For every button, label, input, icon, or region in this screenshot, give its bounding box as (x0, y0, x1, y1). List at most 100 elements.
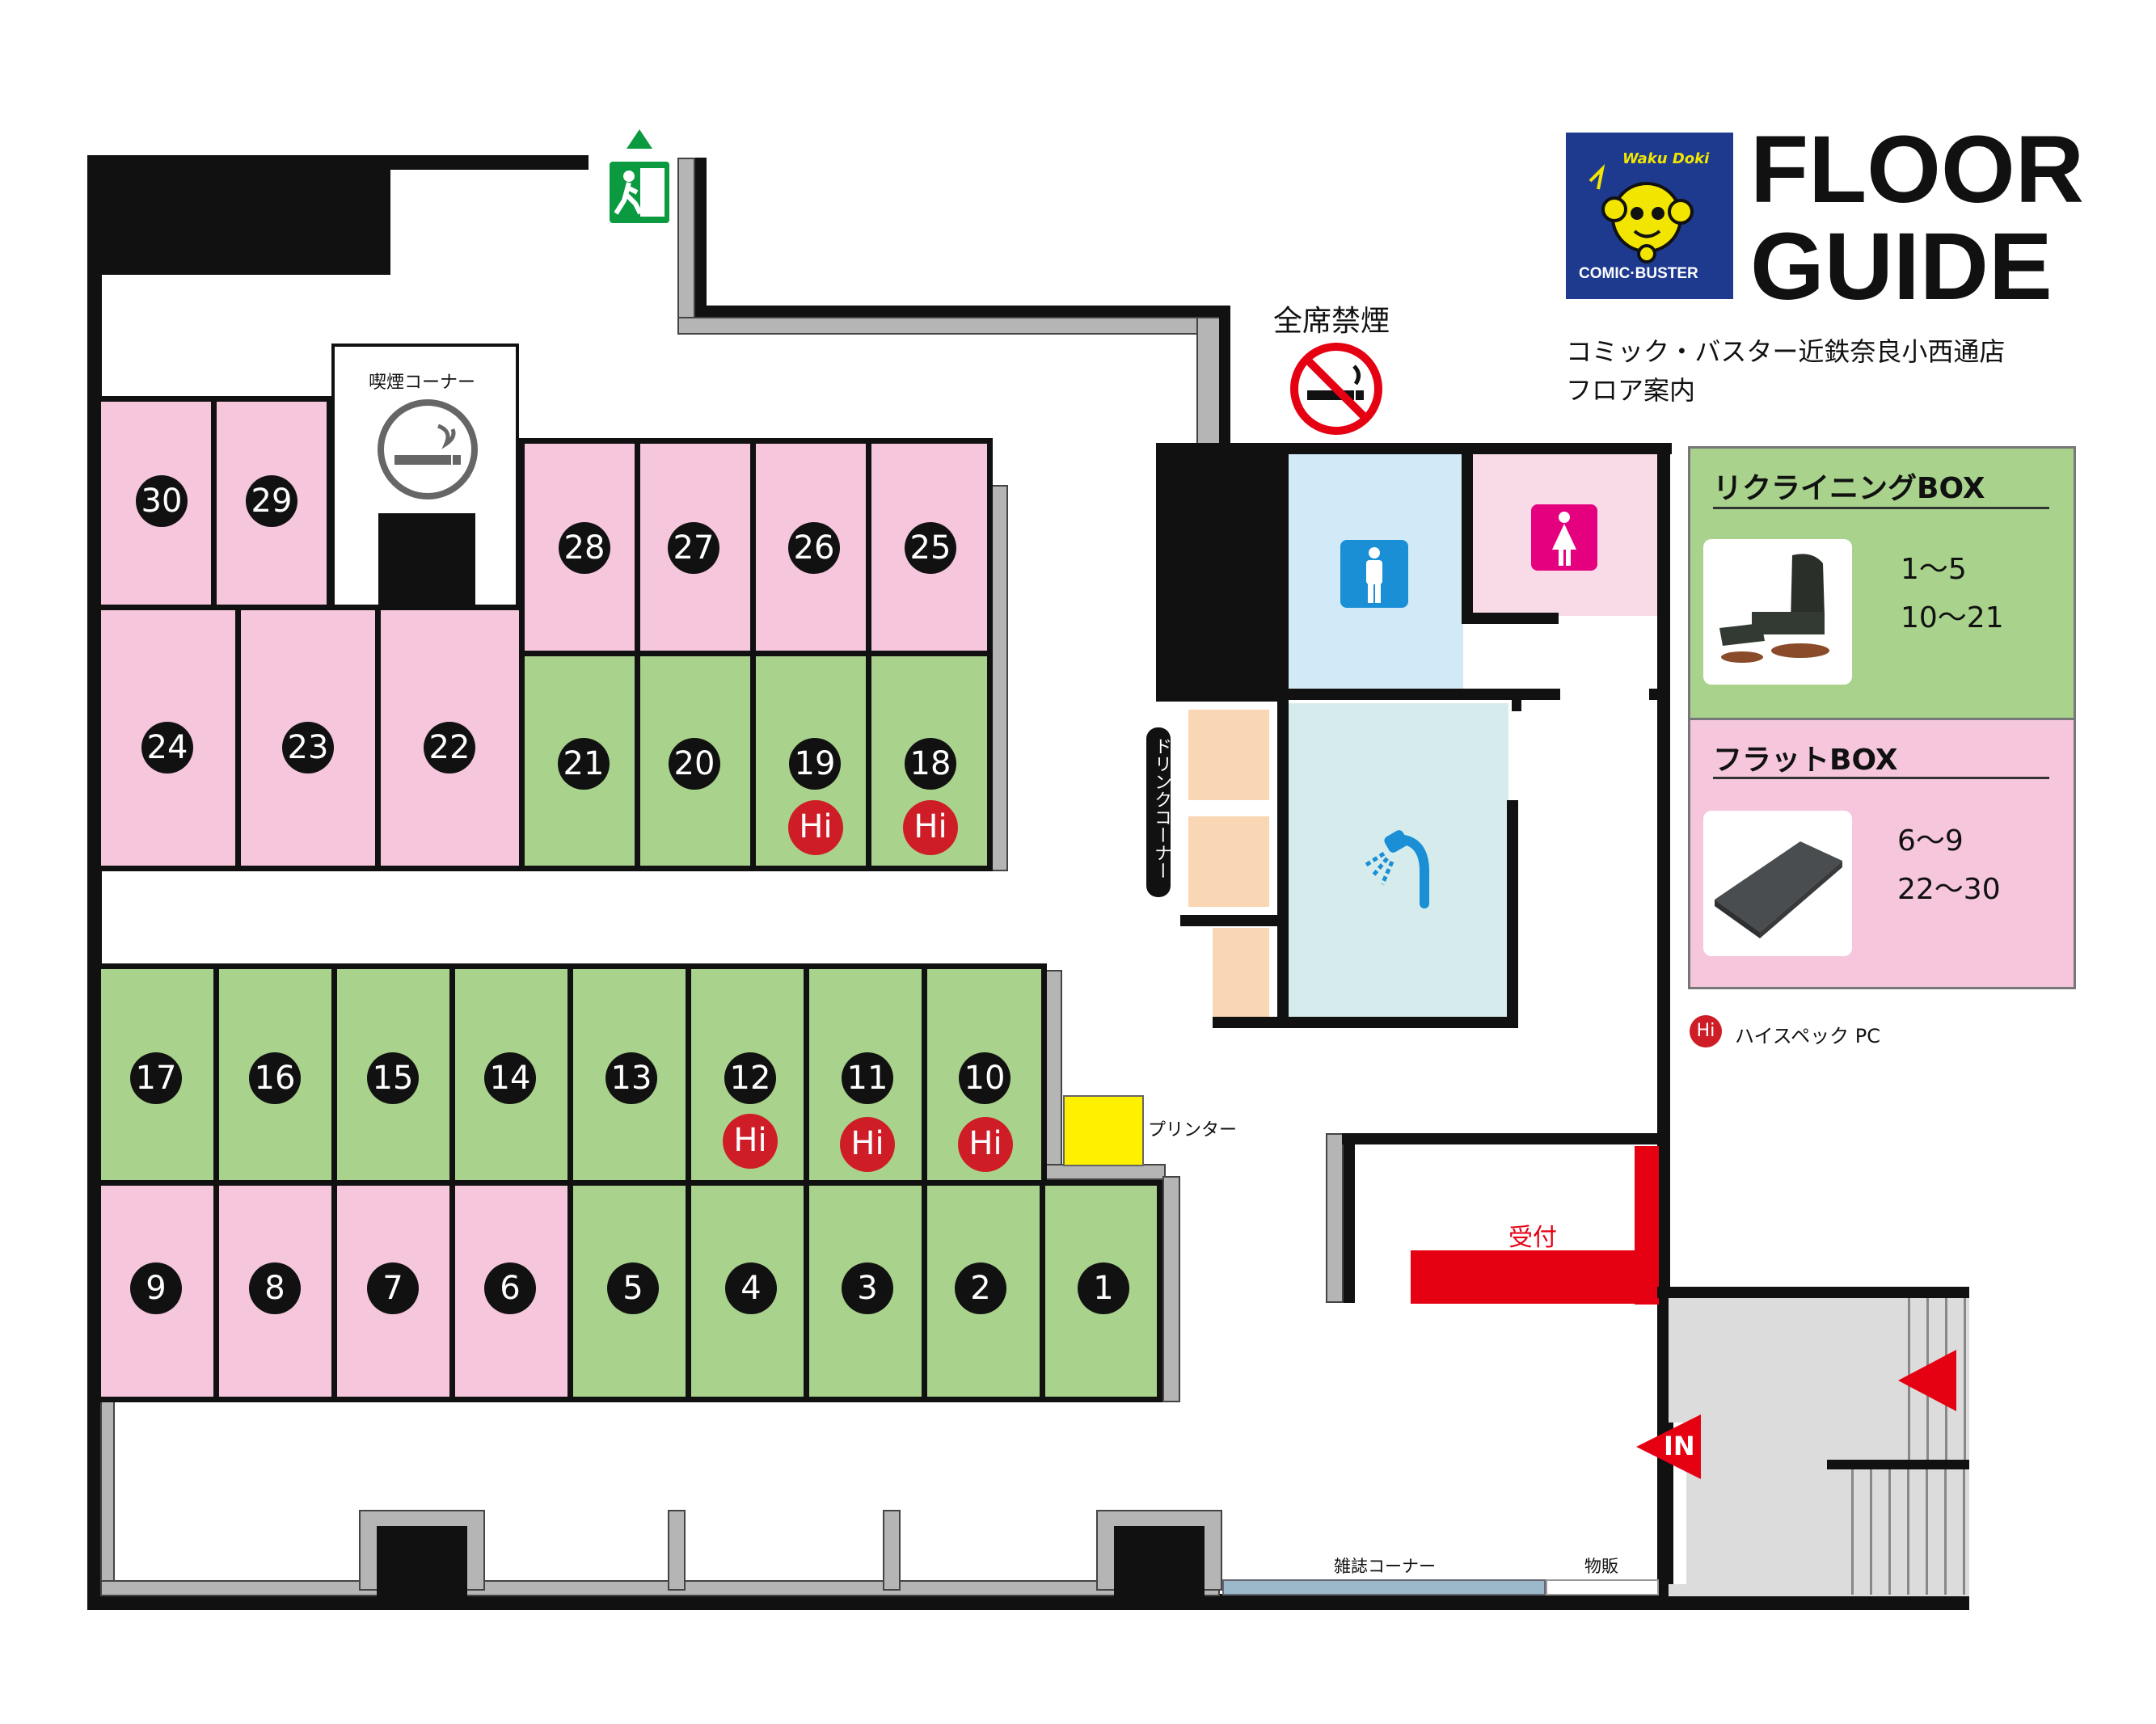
corridor-wall-vertical-1-outer (695, 158, 707, 308)
restroom-left-wall (1277, 454, 1289, 1026)
legend-recliner-range-2: 10〜21 (1901, 601, 2004, 634)
restroom-top-wall (1219, 443, 1672, 454)
booth-number: 18 (905, 738, 956, 790)
booth-number: 4 (725, 1262, 777, 1314)
booth-number: 10 (959, 1052, 1010, 1104)
goods-shelf (1546, 1579, 1659, 1595)
stair-lines-lower (1835, 1469, 1969, 1595)
legend-flat-range-2: 22〜30 (1897, 873, 2001, 906)
logo-text-top: Waku Doki (1622, 150, 1710, 167)
booth-number: 16 (249, 1052, 301, 1104)
corridor-wall-vertical-1 (677, 158, 695, 319)
no-smoking-icon (1290, 343, 1382, 435)
booth-number: 23 (282, 722, 334, 773)
printer[interactable] (1063, 1095, 1144, 1166)
emergency-exit-icon (610, 129, 669, 223)
booth-number: 7 (367, 1262, 419, 1314)
flat-mat-icon (1715, 841, 1842, 938)
booth-1[interactable] (1040, 1180, 1162, 1402)
page-title-line2: GUIDE (1750, 213, 2053, 320)
drink-counter-1 (1188, 710, 1269, 800)
booth-number: 1 (1078, 1262, 1129, 1314)
booth-number: 19 (789, 738, 841, 790)
magazine-label: 雑誌コーナー (1334, 1557, 1436, 1576)
high-spec-badge: Hi (723, 1114, 778, 1169)
reception-left-wall-dark (1344, 1133, 1355, 1303)
middle-booth-step-wall (1044, 1164, 1166, 1180)
booth-number: 11 (842, 1052, 893, 1104)
booth-number: 13 (605, 1052, 657, 1104)
female-restroom-icon (1531, 504, 1597, 571)
male-restroom-bottom-wall (1285, 689, 1560, 700)
booth-number: 29 (246, 475, 297, 527)
restroom-divider (1462, 454, 1473, 616)
booth-number: 8 (249, 1262, 301, 1314)
page-subtitle-line1: コミック・バスター近鉄奈良小西通店 (1566, 336, 2006, 367)
entrance-arrow-icon (1636, 1414, 1701, 1479)
drink-corner-sign: ドリンクコーナー (1146, 727, 1171, 897)
shower-top-stub (1512, 695, 1521, 711)
bottom-pillar-3 (883, 1510, 901, 1591)
male-restroom-icon (1340, 540, 1408, 608)
bottom-inner-wall (100, 1580, 1220, 1596)
logo: Waku Doki COMIC·BUSTER (1566, 133, 1733, 299)
legend-hi-caption: ハイスペック PC (1735, 1025, 1880, 1047)
logo-text-bottom: COMIC·BUSTER (1579, 265, 1698, 282)
page-subtitle-line2: フロア案内 (1566, 375, 1696, 406)
reception-top-wall (1342, 1133, 1665, 1144)
legend-recliner: リクライニングBOX 1〜5 10〜21 (1688, 446, 2076, 719)
recliner-chair-image (1703, 539, 1852, 685)
no-smoking-label: 全席禁煙 (1273, 305, 1390, 338)
restroom-stub (1649, 689, 1669, 700)
flat-mat-image (1703, 811, 1852, 956)
dark-pillar (1156, 443, 1285, 702)
reception-left-wall (1326, 1133, 1344, 1303)
female-restroom-bottom-wall (1462, 613, 1559, 624)
shower-right-wall (1507, 800, 1518, 1028)
logo-mascot-icon (1589, 163, 1694, 263)
booth-number: 22 (424, 722, 475, 773)
high-spec-badge: Hi (840, 1117, 895, 1172)
booth-number: 12 (724, 1052, 776, 1104)
legend-flat-underline (1713, 777, 2049, 779)
reception-label: 受付 (1508, 1224, 1557, 1252)
shower-bottom-wall (1213, 1017, 1518, 1028)
lower-booth-right-wall (1162, 1176, 1180, 1402)
booth-number: 9 (130, 1262, 182, 1314)
legend-flat: フラットBOX 6〜9 22〜30 (1688, 718, 2076, 989)
goods-label: 物販 (1584, 1557, 1618, 1576)
legend-hi-badge: Hi (1690, 1015, 1722, 1047)
shower-room[interactable] (1289, 703, 1508, 1017)
stairs-top-wall (1657, 1287, 1969, 1298)
legend-flat-range-1: 6〜9 (1897, 824, 1964, 858)
top-left-dark-block (87, 155, 390, 275)
booth-number: 24 (141, 722, 193, 773)
recliner-chair-icon (1719, 554, 1829, 663)
smoking-corner-label: 喫煙コーナー (369, 373, 476, 393)
booth-number: 14 (484, 1052, 536, 1104)
drink-counter-2 (1188, 816, 1269, 907)
reception-counter-horizontal[interactable] (1411, 1250, 1659, 1304)
high-spec-badge: Hi (903, 800, 958, 855)
bottom-pillar-4-inner (1114, 1526, 1205, 1599)
booth-number: 20 (669, 738, 720, 790)
drink-counter-shelf (1180, 915, 1277, 926)
legend-flat-title: フラットBOX (1713, 744, 1898, 777)
page-title-line1: FLOOR (1750, 116, 2084, 223)
middle-booth-right-wall (1044, 970, 1062, 1172)
top-wall-segment (390, 155, 589, 170)
legend-recliner-underline (1713, 507, 2049, 509)
restroom-right-wall (1657, 443, 1670, 1603)
booth-number: 30 (136, 475, 188, 527)
legend-recliner-title: リクライニングBOX (1713, 472, 1985, 505)
bottom-pillar-1-inner (377, 1526, 467, 1599)
printer-label: プリンター (1148, 1120, 1238, 1140)
booth-14[interactable] (449, 963, 573, 1186)
bottom-pillar-2 (668, 1510, 686, 1591)
legend-recliner-range-1: 1〜5 (1901, 553, 1967, 586)
smoking-corner-door (378, 513, 475, 610)
bottom-outer-wall (87, 1594, 1969, 1610)
drink-counter-3 (1213, 928, 1269, 1017)
corridor-wall-vertical-2-outer (1219, 306, 1230, 447)
magazine-shelf (1222, 1579, 1546, 1595)
